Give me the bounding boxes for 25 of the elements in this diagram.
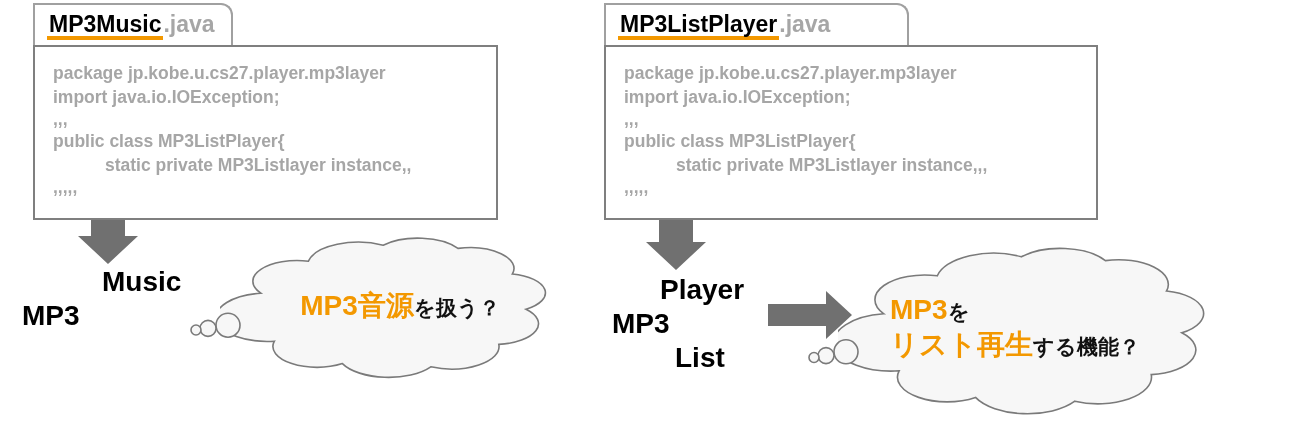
file-name: MP3Music.java [47,11,215,38]
code-line: ,,, [624,109,639,129]
word-label: MP3 [612,308,670,340]
code-line: import java.io.IOException; [53,86,280,109]
file-name: MP3ListPlayer.java [618,11,831,38]
code-line: public class MP3ListPlayer{ [624,130,856,153]
word-label: List [675,342,725,374]
word-label: MP3 [22,300,80,332]
block-arrow [78,220,138,264]
word-label: Music [102,266,182,298]
code-line: public class MP3ListPlayer{ [53,130,285,153]
word-label: Player [660,274,745,306]
code-line: package jp.kobe.u.cs27.player.mp3layer [53,62,386,85]
block-arrow [768,291,852,339]
code-line: static private MP3Listlayer instance,, [105,154,412,177]
code-line: static private MP3Listlayer instance,,, [676,154,988,177]
thought-text: MP3音源を扱う？ [300,289,500,323]
code-line: import java.io.IOException; [624,86,851,109]
code-line: ,,,,, [53,177,78,197]
code-line: package jp.kobe.u.cs27.player.mp3layer [624,62,957,85]
code-line: ,,,,, [624,177,649,197]
thought-text: リスト再生する機能？ [890,328,1140,362]
code-line: ,,, [53,109,68,129]
thought-text: MP3を [890,294,970,326]
block-arrow [646,220,706,270]
